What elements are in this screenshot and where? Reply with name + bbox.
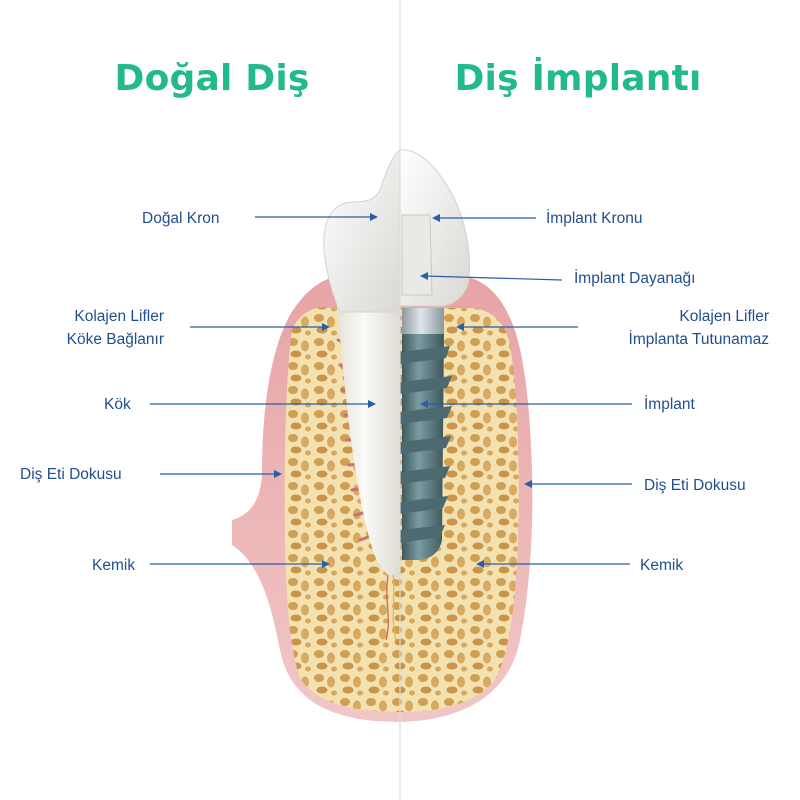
label-bone-left: Kemik xyxy=(92,557,136,574)
label-gum-tissue-left: Diş Eti Dokusu xyxy=(20,466,122,483)
label-bone-right: Kemik xyxy=(640,557,684,574)
natural-root xyxy=(336,296,400,580)
dental-implant-title: Diş İmplantı xyxy=(454,58,702,99)
label-implant-abutment: İmplant Dayanağı xyxy=(574,270,696,287)
label-collagen-fibers-root-line2: Köke Bağlanır xyxy=(66,331,164,348)
label-collagen-fibers-implant-line2: İmplanta Tutunamaz xyxy=(628,331,769,348)
label-natural-crown: Doğal Kron xyxy=(142,210,220,227)
label-implant: İmplant xyxy=(644,396,695,413)
label-gum-tissue-right: Diş Eti Dokusu xyxy=(644,477,746,494)
label-root: Kök xyxy=(104,396,131,413)
implant-collar xyxy=(402,308,444,334)
nerve-vessels xyxy=(385,574,397,641)
label-collagen-fibers-implant: Kolajen Lifler İmplanta Tutunamaz xyxy=(629,305,769,351)
leader-arrowheads xyxy=(274,213,532,568)
leader-lines xyxy=(150,216,632,565)
label-collagen-fibers-implant-line1: Kolajen Lifler xyxy=(679,308,769,325)
natural-crown xyxy=(323,149,401,313)
label-collagen-fibers-root-line1: Kolajen Lifler xyxy=(74,308,164,325)
natural-tooth-title: Doğal Diş xyxy=(114,58,310,99)
implant-threads xyxy=(400,346,452,543)
label-implant-crown: İmplant Kronu xyxy=(546,210,643,227)
label-collagen-fibers-root: Kolajen Lifler Köke Bağlanır xyxy=(67,305,164,351)
implant-abutment xyxy=(401,214,433,296)
